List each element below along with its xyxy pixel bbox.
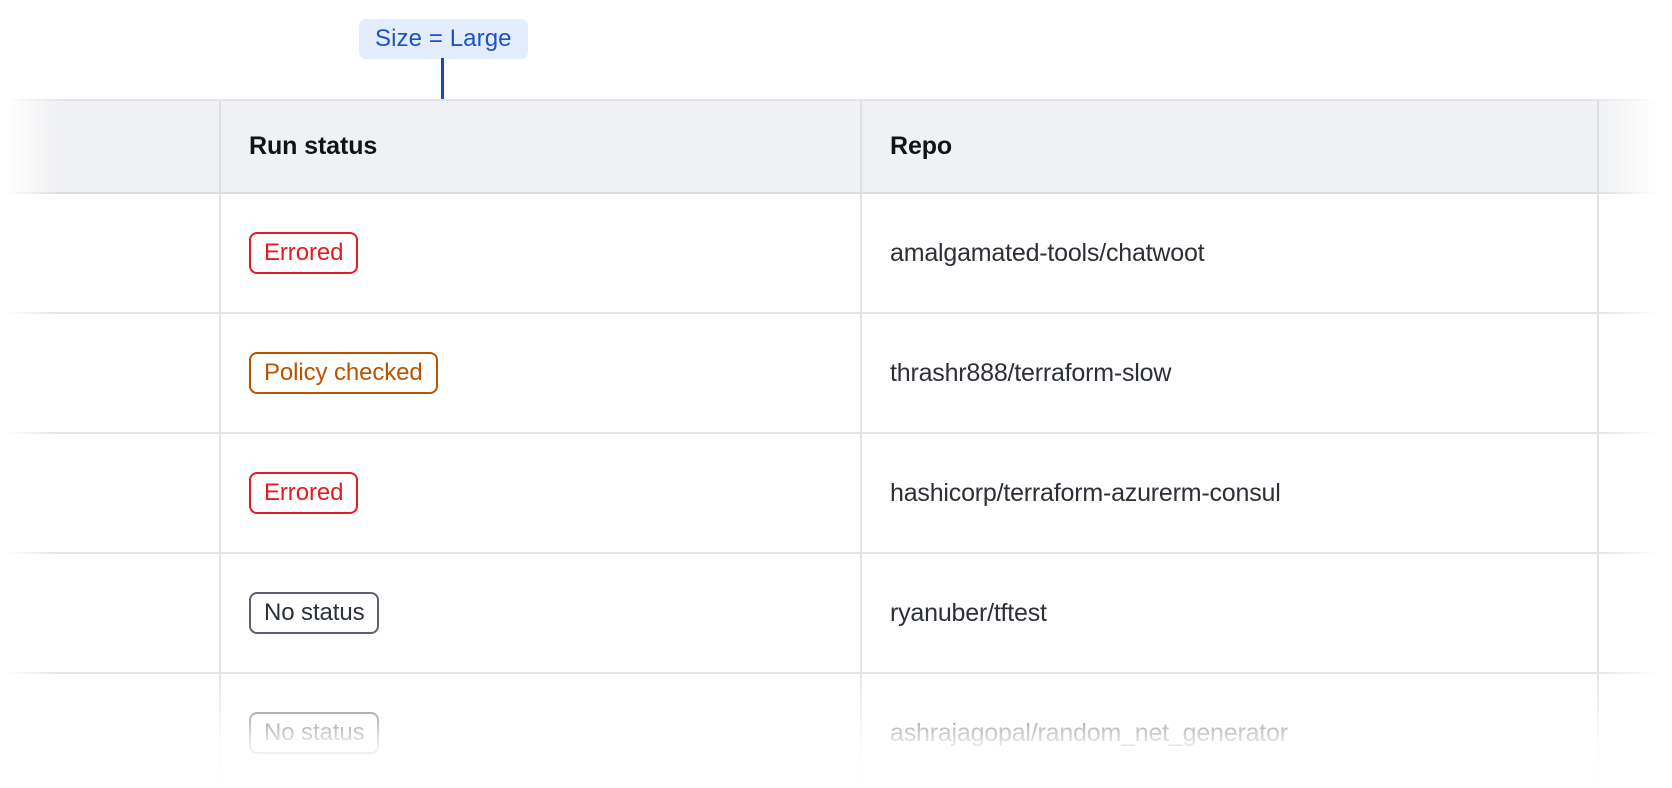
row-cell-select[interactable] [0,314,219,432]
header-cell-overflow [1597,101,1672,192]
table-row[interactable]: Errored amalgamated-tools/chatwoot [0,194,1672,314]
runs-table: Run status Repo Errored amalgamated-tool… [0,99,1672,788]
header-cell-select [0,101,219,192]
row-cell-run-status: Policy checked [219,314,860,432]
size-annotation-label: Size = Large [375,25,512,52]
repo-name: ryanuber/tftest [890,598,1047,627]
status-badge: No status [249,712,380,754]
status-badge: Errored [249,472,359,514]
row-cell-repo: ashrajagopal/random_net_generator [860,674,1597,788]
repo-name: thrashr888/terraform-slow [890,358,1172,387]
table-row[interactable]: Policy checked thrashr888/terraform-slow [0,314,1672,434]
row-cell-overflow [1597,434,1672,552]
table-row[interactable]: No status ashrajagopal/random_net_genera… [0,674,1672,788]
row-cell-repo: hashicorp/terraform-azurerm-consul [860,434,1597,552]
status-badge: Errored [249,232,359,274]
repo-name: hashicorp/terraform-azurerm-consul [890,478,1281,507]
row-cell-run-status: No status [219,674,860,788]
column-title-repo: Repo [890,132,953,160]
row-cell-run-status: Errored [219,194,860,312]
row-cell-repo: ryanuber/tftest [860,554,1597,672]
repo-name: ashrajagopal/random_net_generator [890,718,1288,747]
table-row[interactable]: No status ryanuber/tftest [0,554,1672,674]
column-title-run-status: Run status [249,132,378,160]
row-cell-overflow [1597,674,1672,788]
size-annotation-callout: Size = Large [359,19,528,59]
row-cell-overflow [1597,554,1672,672]
row-cell-overflow [1597,314,1672,432]
header-cell-repo[interactable]: Repo [860,101,1597,192]
repo-name: amalgamated-tools/chatwoot [890,238,1205,267]
runs-table-container: Run status Repo Errored amalgamated-tool… [0,99,1672,788]
row-cell-repo: thrashr888/terraform-slow [860,314,1597,432]
row-cell-overflow [1597,194,1672,312]
row-cell-run-status: No status [219,554,860,672]
table-header-row: Run status Repo [0,99,1672,194]
row-cell-select[interactable] [0,194,219,312]
status-badge: No status [249,592,380,634]
row-cell-select[interactable] [0,434,219,552]
row-cell-select[interactable] [0,554,219,672]
status-badge: Policy checked [249,352,438,394]
table-row[interactable]: Errored hashicorp/terraform-azurerm-cons… [0,434,1672,554]
row-cell-run-status: Errored [219,434,860,552]
row-cell-select[interactable] [0,674,219,788]
row-cell-repo: amalgamated-tools/chatwoot [860,194,1597,312]
header-cell-run-status[interactable]: Run status [219,101,860,192]
